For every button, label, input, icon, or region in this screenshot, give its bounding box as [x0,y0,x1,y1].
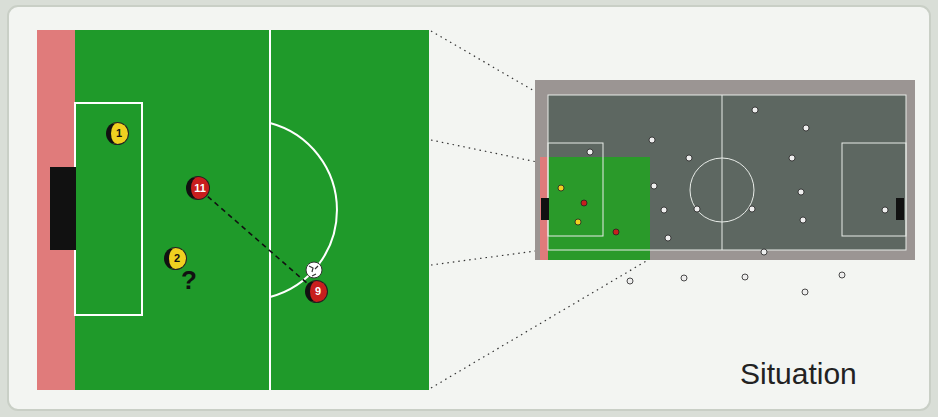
player-marker: 9 [305,280,328,303]
pass-line [208,197,307,283]
player-marker: 1 [106,122,129,145]
player-marker: 11 [186,176,210,200]
caption: Situation [740,357,857,391]
player-number: 2 [174,253,180,264]
player-number: 9 [315,286,321,297]
player-number: 11 [194,183,206,194]
player-number: 1 [116,128,122,139]
question-mark: ? [181,265,197,296]
